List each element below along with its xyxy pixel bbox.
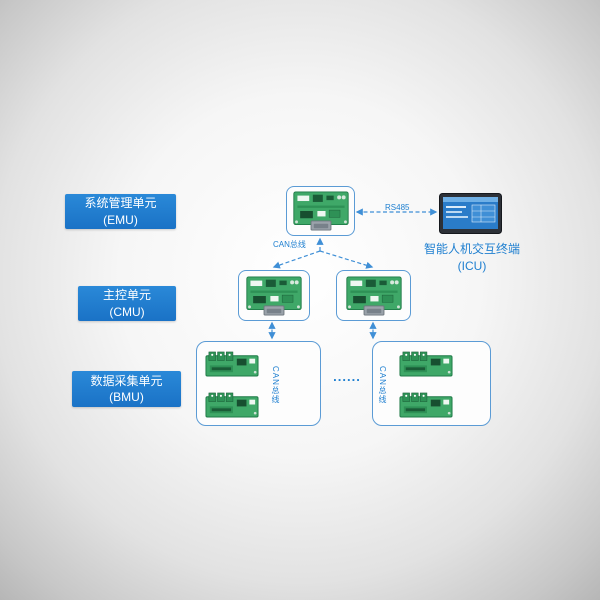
bmu-groups-ellipsis: ...... bbox=[333, 369, 361, 384]
bmu-tier-title: 数据采集单元 bbox=[90, 373, 163, 388]
bmu-left-bottom-pcb-graphic bbox=[204, 391, 260, 418]
bmu-tier-abbr: (BMU) bbox=[109, 390, 144, 404]
cmu-tier-abbr: (CMU) bbox=[109, 304, 145, 319]
bmu-board-right-top bbox=[398, 350, 454, 377]
icu-label: 智能人机交互终端 (ICU) bbox=[420, 241, 524, 276]
bmu-right-bottom-pcb-graphic bbox=[398, 391, 454, 418]
icu-abbr: (ICU) bbox=[457, 259, 487, 274]
emu-to-cmu-right-link bbox=[319, 250, 374, 269]
icu-title: 智能人机交互终端 bbox=[423, 242, 520, 256]
emu-tier-title: 系统管理单元 bbox=[84, 196, 157, 211]
cmu-tier-label: 主控单元 (CMU) bbox=[78, 286, 176, 321]
bmu-left-top-pcb-graphic bbox=[204, 350, 260, 377]
can-bus-top-label: CAN总线 bbox=[273, 240, 306, 249]
bmu-tier-label: 数据采集单元 (BMU) bbox=[72, 371, 181, 407]
emu-tier-abbr: (EMU) bbox=[103, 212, 138, 227]
bmu-group-right bbox=[372, 341, 491, 426]
cmu-right-pcb-graphic bbox=[345, 275, 403, 317]
can-bus-left-label: CAN总线 bbox=[271, 366, 280, 404]
cmu-tier-title: 主控单元 bbox=[102, 288, 151, 303]
cmu-left-pcb-graphic bbox=[245, 275, 303, 317]
cmu-board-left bbox=[238, 270, 310, 321]
hmi-screen-graphic bbox=[439, 193, 502, 234]
bmu-group-left bbox=[196, 341, 321, 426]
bmu-board-left-top bbox=[204, 350, 260, 377]
emu-board bbox=[286, 186, 355, 236]
emu-pcb-graphic bbox=[292, 190, 350, 232]
hmi-terminal bbox=[439, 193, 502, 239]
emu-to-cmu-left-link bbox=[272, 250, 321, 269]
bmu-board-left-bottom bbox=[204, 391, 260, 418]
rs485-label: RS485 bbox=[385, 203, 410, 212]
bmu-right-top-pcb-graphic bbox=[398, 350, 454, 377]
cmu-board-right bbox=[336, 270, 411, 321]
emu-tier-label: 系统管理单元 (EMU) bbox=[65, 194, 176, 229]
can-bus-right-label: CAN总线 bbox=[378, 366, 387, 404]
bmu-board-right-bottom bbox=[398, 391, 454, 418]
